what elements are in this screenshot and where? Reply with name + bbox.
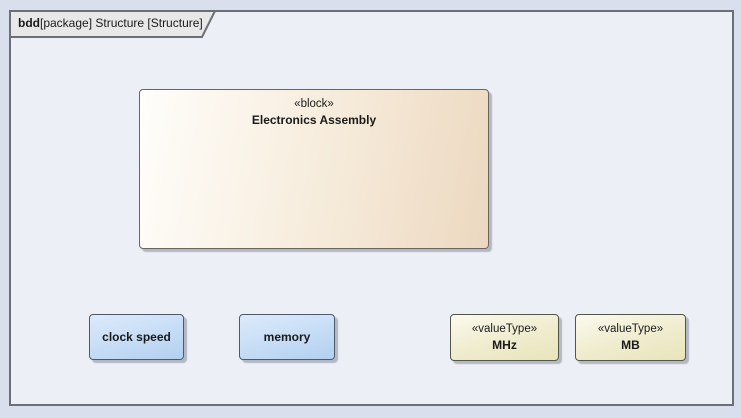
block-electronics-assembly[interactable]: «block» Electronics Assembly [139, 89, 489, 249]
diagram-frame-tab[interactable]: bdd[package] Structure [Structure] [9, 10, 217, 38]
valuetype-mhz[interactable]: «valueType» MHz [450, 314, 559, 361]
valuetype-stereotype: «valueType» [471, 323, 538, 335]
diagram-title-keyword: bdd [18, 16, 40, 30]
diagram-frame: bdd[package] Structure [Structure] «bloc… [9, 10, 734, 406]
property-name: memory [263, 330, 311, 344]
property-name: clock speed [102, 330, 171, 344]
diagram-title: bdd[package] Structure [Structure] [18, 10, 208, 36]
property-memory[interactable]: memory [239, 314, 335, 360]
diagram-title-text: [package] Structure [Structure] [40, 16, 203, 30]
valuetype-name: MB [621, 338, 640, 352]
valuetype-mb[interactable]: «valueType» MB [575, 314, 686, 361]
property-clock-speed[interactable]: clock speed [89, 314, 184, 360]
block-stereotype: «block» [294, 98, 334, 110]
valuetype-stereotype: «valueType» [597, 323, 664, 335]
valuetype-name: MHz [492, 338, 517, 352]
block-name: Electronics Assembly [251, 113, 377, 127]
frame-tab-outline [9, 10, 217, 38]
